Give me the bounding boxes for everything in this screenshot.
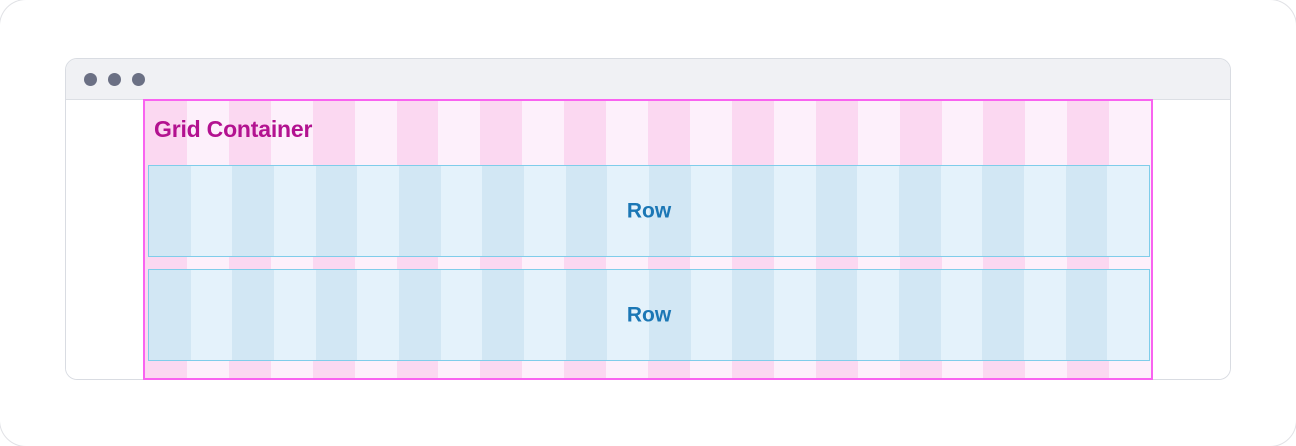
grid-row-column [482,166,525,256]
grid-row-gutter [440,270,483,360]
grid-row-gutter [1107,270,1149,360]
grid-row-column [899,166,941,256]
grid-row-label: Row [626,303,672,327]
grid-row-gutter [1107,166,1149,256]
grid-row-column [482,270,525,360]
grid-row-column [565,270,608,360]
grid-row-column [315,166,358,256]
grid-row-column [315,270,358,360]
grid-row: Row [148,165,1150,257]
window-minimize-dot-icon[interactable] [108,72,121,86]
grid-row-gutter [774,166,816,256]
grid-row-column [732,166,775,256]
grid-row-gutter [607,166,650,256]
grid-row: Row [148,269,1150,361]
grid-row-column [399,270,441,360]
grid-row-column [232,166,275,256]
grid-row-gutter [690,166,733,256]
grid-row-gutter [774,270,816,360]
grid-row-label: Row [626,199,672,223]
grid-row-column [399,166,441,256]
browser-titlebar [66,59,1230,100]
grid-row-gutter [274,270,316,360]
grid-row-gutter [607,270,650,360]
grid-row-gutter [440,166,483,256]
grid-row-gutter [857,166,900,256]
grid-row-gutter [357,270,400,360]
grid-row-column [1065,166,1108,256]
grid-row-column [1065,270,1108,360]
window-close-dot-icon[interactable] [84,72,97,86]
grid-row-gutter [940,166,983,256]
grid-row-gutter [940,270,983,360]
grid-row-column [149,270,191,360]
grid-row-columns [149,166,1149,256]
grid-row-column [232,270,275,360]
grid-row-column [899,270,941,360]
grid-container-label: Grid Container [154,116,313,142]
grid-container: Grid Container [143,99,1153,380]
grid-row-gutter [190,270,233,360]
grid-row-gutter [1024,270,1066,360]
grid-row-gutter [274,166,316,256]
grid-row-gutter [357,166,400,256]
grid-row-gutter [690,270,733,360]
grid-row-column [149,166,191,256]
grid-row-column [649,166,691,256]
grid-row-gutter [190,166,233,256]
grid-row-columns [149,270,1149,360]
grid-row-gutter [524,166,566,256]
grid-row-column [732,270,775,360]
grid-row-column [982,166,1025,256]
grid-row-gutter [857,270,900,360]
grid-row-gutter [524,270,566,360]
grid-row-column [815,270,858,360]
grid-row-column [982,270,1025,360]
grid-row-column [815,166,858,256]
grid-row-column [649,270,691,360]
grid-row-gutter [1024,166,1066,256]
grid-row-column [565,166,608,256]
window-maximize-dot-icon[interactable] [132,72,145,86]
